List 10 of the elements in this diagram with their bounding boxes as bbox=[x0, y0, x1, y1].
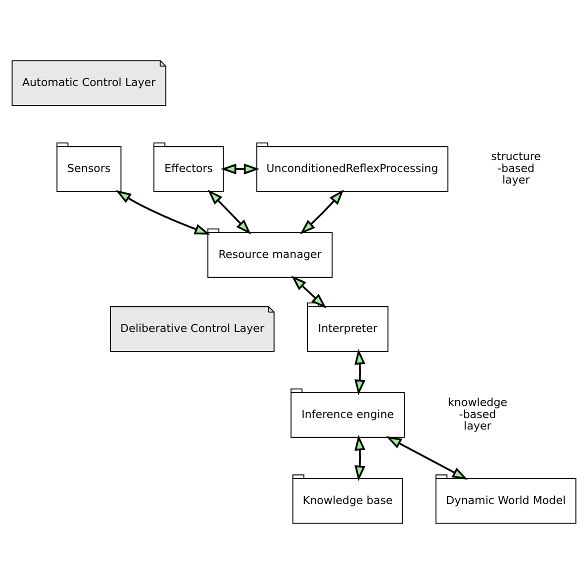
arrow bbox=[300, 190, 344, 234]
arrow bbox=[208, 190, 252, 234]
arrow bbox=[354, 434, 366, 482]
label: structure -based layer bbox=[491, 150, 541, 187]
arrow bbox=[354, 348, 366, 396]
arrow bbox=[220, 164, 260, 174]
arrow bbox=[386, 436, 468, 480]
arrow bbox=[116, 190, 210, 235]
label: knowledge -based layer bbox=[448, 396, 508, 433]
arrow bbox=[291, 276, 326, 308]
